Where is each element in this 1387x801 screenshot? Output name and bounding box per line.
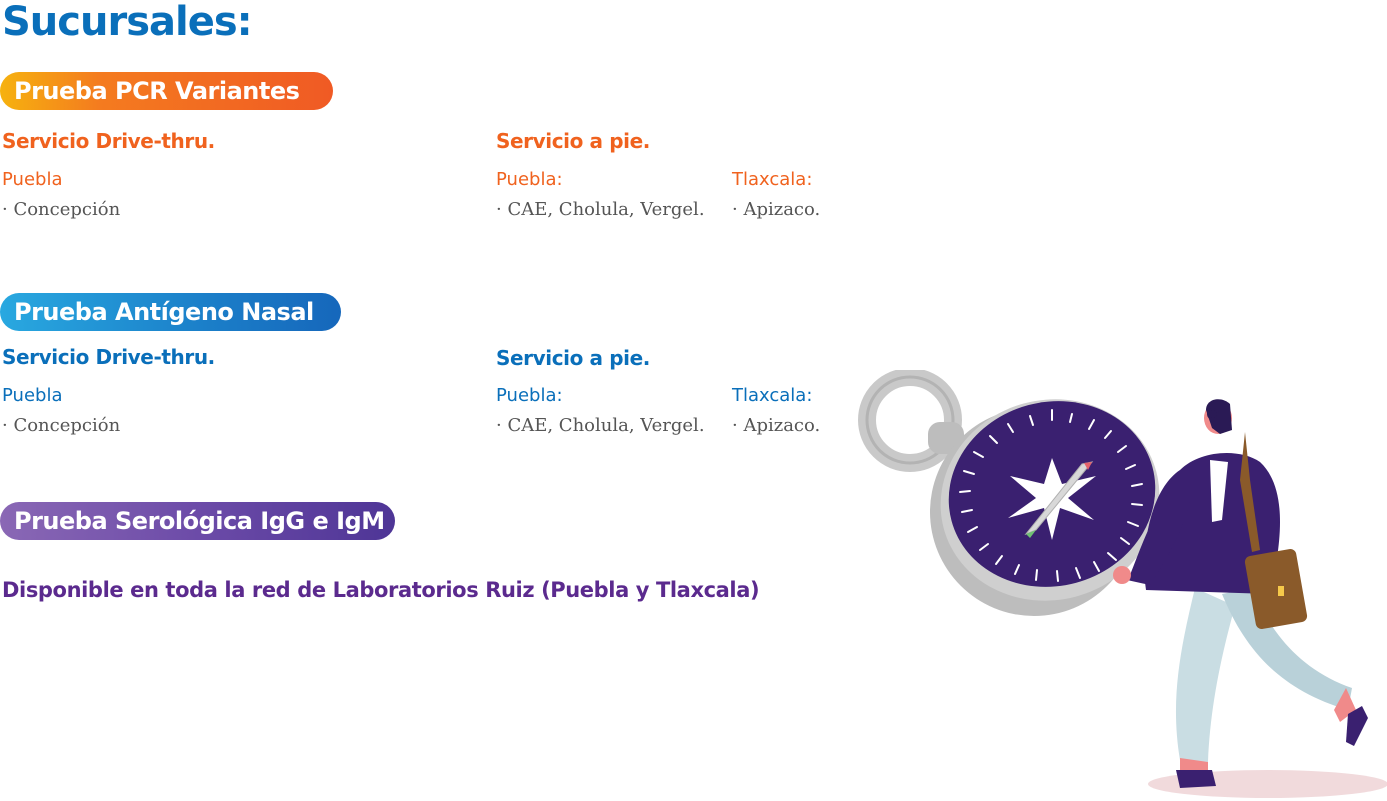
antigen-a-pie-heading: Servicio a pie. (496, 346, 650, 370)
pcr-drive-thru-heading: Servicio Drive-thru. (2, 129, 215, 153)
man-carrying-compass-illustration (858, 370, 1387, 798)
serology-availability-note: Disponible en toda la red de Laboratorio… (2, 578, 760, 602)
pcr-a-pie-puebla-places: · CAE, Cholula, Vergel. (496, 199, 705, 220)
compass-star (1008, 458, 1096, 540)
pcr-drive-thru-city: Puebla (2, 169, 63, 190)
antigen-drive-thru-heading: Servicio Drive-thru. (2, 345, 215, 369)
man (1113, 399, 1368, 788)
antigen-drive-thru-city: Puebla (2, 385, 63, 406)
antigen-a-pie-puebla-places: · CAE, Cholula, Vergel. (496, 415, 705, 436)
pcr-a-pie-puebla-city: Puebla: (496, 169, 563, 190)
section-serology-pill: Prueba Serológica IgG e IgM (0, 502, 395, 540)
pcr-a-pie-tlaxcala-city: Tlaxcala: (732, 169, 813, 190)
pcr-a-pie-tlaxcala-places: · Apizaco. (732, 199, 821, 220)
section-pcr-pill: Prueba PCR Variantes (0, 72, 333, 110)
antigen-a-pie-tlaxcala-places: · Apizaco. (732, 415, 821, 436)
antigen-a-pie-puebla-city: Puebla: (496, 385, 563, 406)
pcr-a-pie-heading: Servicio a pie. (496, 129, 650, 153)
pcr-drive-thru-places: · Concepción (2, 199, 121, 220)
section-antigen-pill: Prueba Antígeno Nasal (0, 293, 341, 331)
antigen-a-pie-tlaxcala-city: Tlaxcala: (732, 385, 813, 406)
shoulder-bag (1244, 548, 1308, 630)
antigen-drive-thru-places: · Concepción (2, 415, 121, 436)
page-title: Sucursales: (2, 0, 253, 45)
compass (858, 370, 1160, 616)
